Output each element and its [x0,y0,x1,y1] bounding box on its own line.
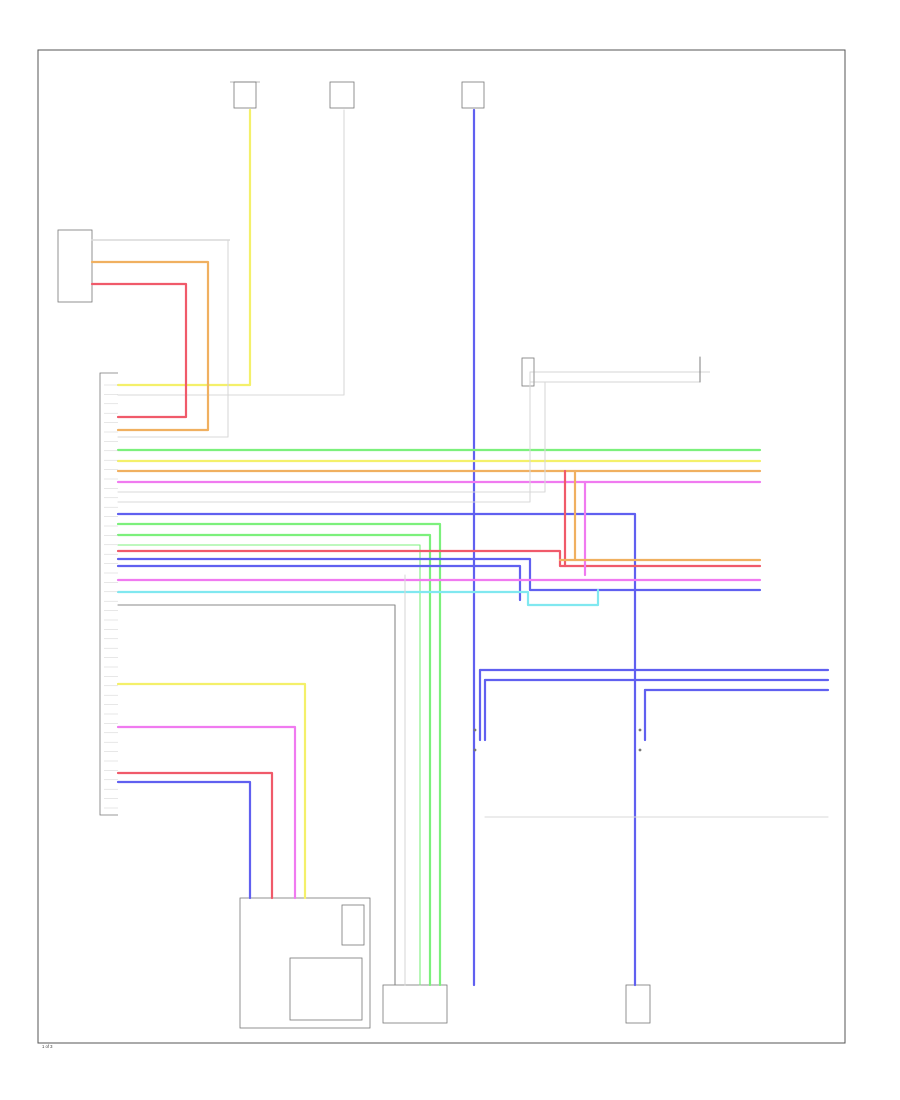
diagram-frame [37,49,846,1044]
lumbar-motor-assembly [239,897,371,1029]
wire-red-lower [116,549,762,568]
wire-lightblue-lower [116,588,600,607]
wire-blue-lower2 [116,564,522,602]
fuse-connector-left [230,81,260,109]
wire-lumbar-blue [116,780,252,900]
fuse-connector-right [461,81,485,109]
wire-switch-red [90,282,188,419]
power-seat-switch [382,984,448,1024]
fuse-connector-middle [329,81,355,109]
seat-control-module [99,372,118,816]
memory-module-connector [625,984,651,1024]
wire-fuse-middle-gray [117,109,345,396]
wire-bus-gray2 [117,371,531,503]
seat-switch-connector [57,229,230,303]
wire-lumbar-pink [116,725,297,900]
wire-bus-blue1 [116,512,637,987]
module-pin-ticks [104,384,118,809]
wire-green-c [117,544,421,986]
wire-blue-lower [116,557,762,592]
ground-center-left [473,728,477,752]
wire-switch-gray [91,239,229,438]
connector-top-right [521,357,710,387]
wire-lumbar-red [116,771,274,900]
wire-harness [90,108,830,987]
wire-gray-lower [117,604,396,986]
wire-lumbar-yellow [116,682,307,900]
wire-fuse-left-yellow [116,108,252,387]
wire-green-a [116,522,442,987]
ground-center-right [638,728,642,752]
wire-switch-orange [90,260,210,432]
wire-bus-gray1 [117,381,546,493]
page-code: 1 of 3 [42,1044,53,1049]
wire-green-b [116,533,432,987]
